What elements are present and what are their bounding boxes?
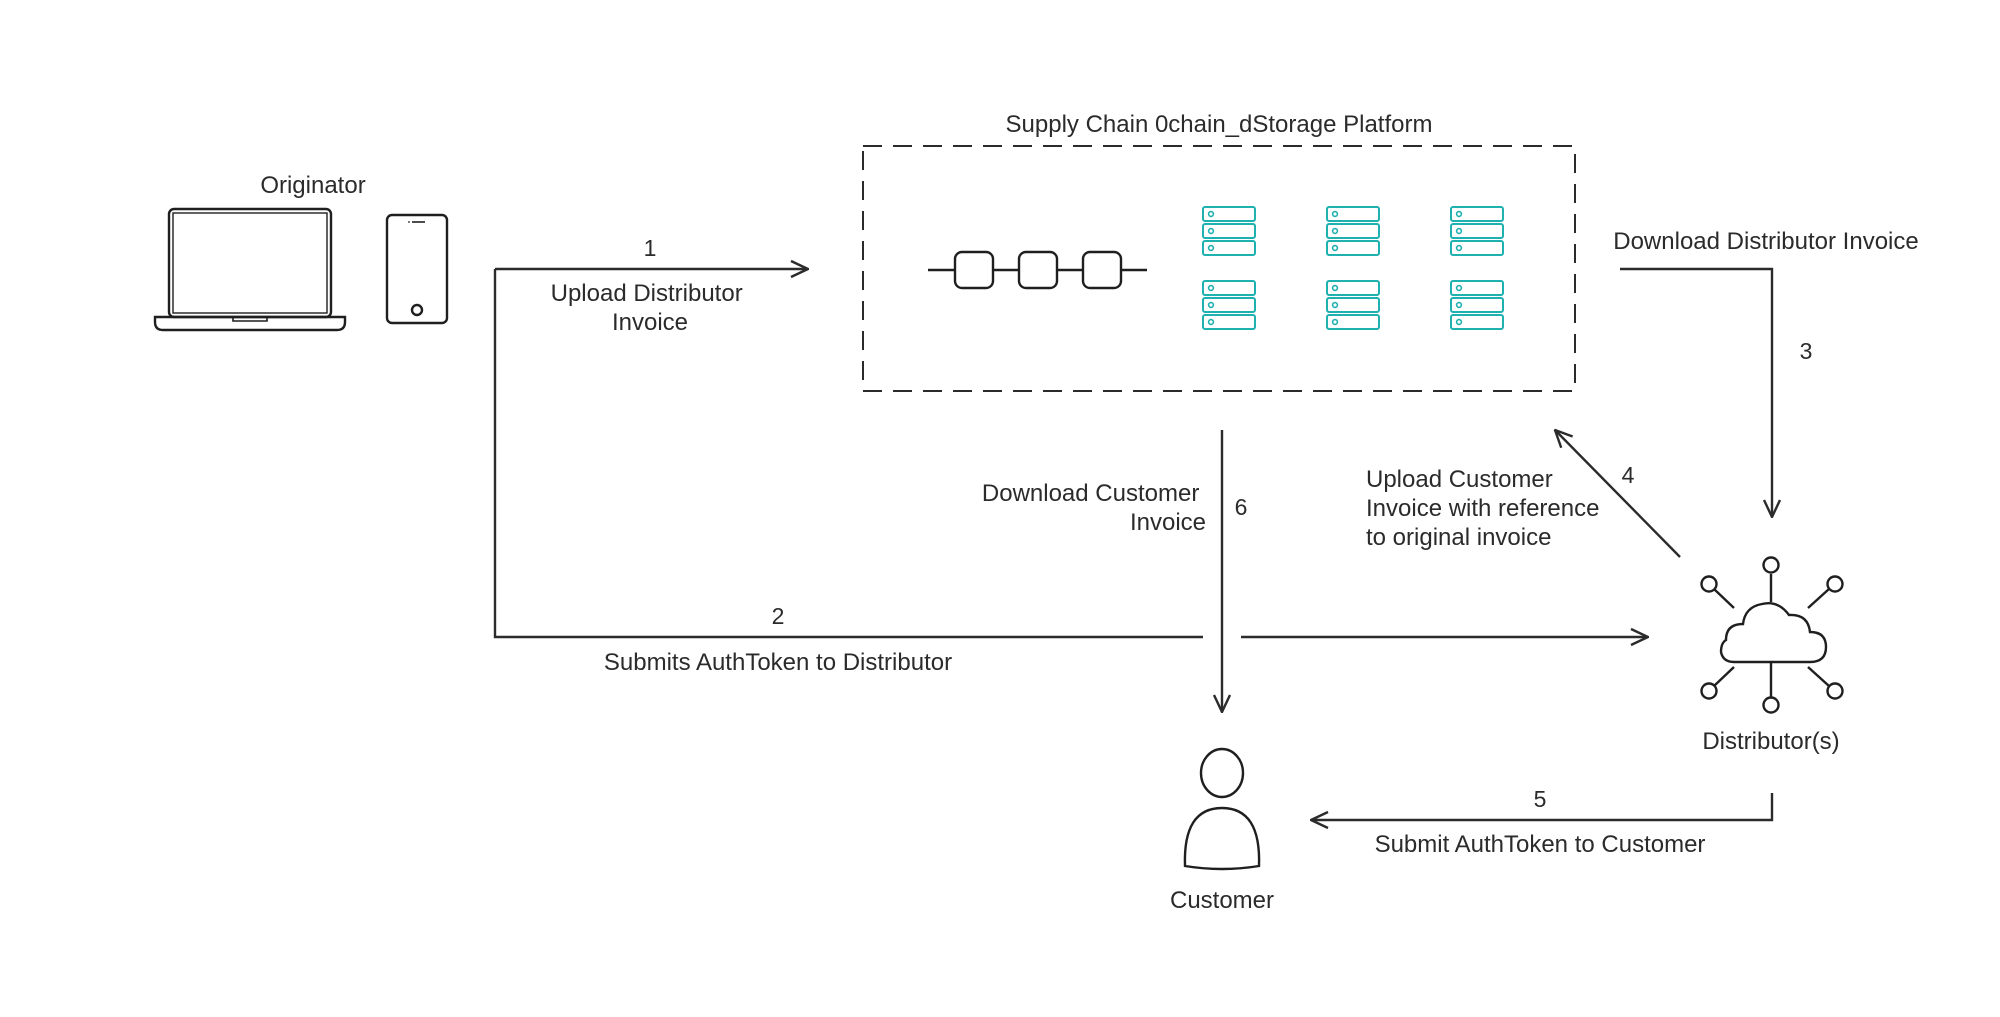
step-1-label-line: Upload Distributor: [551, 280, 743, 307]
step-6-label: Download Customer Invoice: [982, 480, 1206, 536]
step-1-number: 1: [644, 235, 657, 261]
distributor-node: Distributor(s): [1700, 556, 1844, 755]
step-3-label: Download Distributor Invoice: [1613, 228, 1918, 255]
server-icon: [1450, 280, 1504, 330]
step-3-arrow: [1620, 267, 1772, 517]
distributor-label: Distributor(s): [1702, 728, 1839, 755]
step-6-label-line: Download Customer: [982, 480, 1199, 507]
server-icon: [1202, 206, 1256, 256]
phone-icon: [385, 213, 449, 325]
server-icon: [1202, 280, 1256, 330]
step-2-group: 2 Submits AuthToken to Distributor: [604, 603, 952, 676]
originator-label: Originator: [260, 172, 365, 199]
platform-title: Supply Chain 0chain_dStorage Platform: [1006, 111, 1433, 138]
step-1-label: Upload Distributor Invoice: [551, 280, 750, 336]
blockchain-icon: [928, 250, 1147, 290]
laptop-icon: [153, 207, 347, 332]
server-grid: [1202, 206, 1504, 330]
customer-node: Customer: [1170, 747, 1274, 914]
step-1-group: 1 Upload Distributor Invoice: [551, 235, 750, 336]
step-4-label-line: Upload Customer: [1366, 466, 1553, 493]
step-5-label: Submit AuthToken to Customer: [1375, 831, 1706, 858]
step-5-group: 5 Submit AuthToken to Customer: [1375, 786, 1706, 858]
step-2-number: 2: [772, 603, 785, 629]
step-6-group: Download Customer Invoice 6: [982, 480, 1248, 536]
person-icon: [1183, 747, 1261, 871]
step-4-label: Upload Customer Invoice with reference t…: [1366, 466, 1606, 551]
step-2-label: Submits AuthToken to Distributor: [604, 649, 952, 676]
step-3-group: Download Distributor Invoice 3: [1613, 228, 1918, 364]
platform-group: Supply Chain 0chain_dStorage Platform: [862, 111, 1576, 392]
step-6-number: 6: [1235, 494, 1248, 520]
step-5-number: 5: [1534, 786, 1547, 812]
server-icon: [1450, 206, 1504, 256]
customer-label: Customer: [1170, 887, 1274, 914]
originator-node: Originator: [153, 172, 449, 332]
step-4-label-line: to original invoice: [1366, 524, 1551, 551]
step-6-label-line: Invoice: [1130, 509, 1206, 536]
server-icon: [1326, 206, 1380, 256]
step-3-number: 3: [1800, 338, 1813, 364]
cloud-network-icon: [1700, 556, 1844, 714]
server-icon: [1326, 280, 1380, 330]
step-4-label-line: Invoice with reference: [1366, 495, 1599, 522]
step-4-group: 4 Upload Customer Invoice with reference…: [1366, 462, 1635, 551]
step-4-number: 4: [1622, 462, 1635, 488]
step-5-arrow: [1311, 793, 1774, 820]
step-4-arrow: [1555, 430, 1681, 558]
step-2-line: [493, 269, 1203, 639]
step-1-label-line: Invoice: [612, 309, 688, 336]
connectors: [493, 267, 1774, 820]
